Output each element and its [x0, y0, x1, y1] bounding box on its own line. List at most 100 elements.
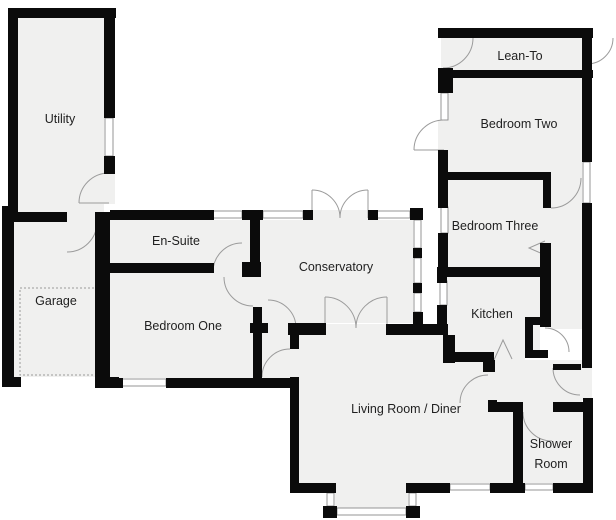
wall	[242, 262, 261, 277]
wall	[323, 506, 337, 518]
window	[413, 292, 422, 313]
wall	[438, 68, 453, 93]
wall	[437, 277, 447, 283]
wall	[386, 324, 448, 335]
wall	[437, 267, 541, 277]
wall	[303, 210, 313, 220]
wall	[253, 378, 299, 388]
wall	[438, 150, 448, 208]
wall	[110, 263, 214, 273]
door-arc	[261, 348, 291, 378]
wall	[513, 402, 523, 490]
room-floor	[582, 366, 592, 400]
wall	[488, 402, 523, 412]
room-floor	[67, 210, 97, 222]
door-arc	[522, 411, 553, 442]
door-arc	[413, 119, 445, 151]
window	[326, 492, 335, 507]
window	[413, 257, 422, 284]
wall	[437, 305, 447, 329]
wall	[583, 398, 593, 493]
wall	[406, 506, 420, 518]
wall	[2, 377, 21, 387]
door-arc	[339, 189, 369, 219]
wall	[242, 210, 263, 220]
room-floor	[335, 483, 408, 510]
door-arc	[552, 367, 581, 396]
window	[262, 210, 304, 219]
room-floor	[253, 277, 262, 309]
room-label-bedroom-three: Bedroom Three	[452, 219, 539, 233]
room-label-garage: Garage	[35, 294, 77, 308]
room-floor	[523, 412, 583, 483]
wall	[253, 307, 262, 388]
wall	[413, 283, 422, 293]
wall	[553, 402, 583, 412]
room-floor	[460, 400, 488, 412]
wall	[490, 483, 525, 493]
room-label-lean-to: Lean-To	[497, 49, 542, 63]
wall	[95, 377, 119, 387]
window	[376, 210, 411, 219]
room-label-shower-room: Room	[534, 457, 567, 471]
room-floor	[551, 180, 582, 277]
wall	[438, 28, 593, 38]
wall	[410, 208, 423, 220]
room-label-utility: Utility	[45, 112, 76, 126]
room-label-bedroom-two: Bedroom Two	[481, 117, 558, 131]
door-arc	[550, 177, 582, 209]
room-floor	[104, 174, 115, 204]
door-ajar-symbol	[493, 338, 513, 361]
wall	[250, 218, 260, 264]
wall	[582, 38, 592, 162]
wall	[483, 360, 495, 372]
wall	[438, 233, 448, 277]
room-floor	[268, 323, 288, 333]
door-ajar-symbol	[527, 240, 546, 256]
window	[440, 206, 449, 234]
room-floor	[325, 324, 387, 336]
wall	[250, 323, 268, 333]
door-arc	[459, 374, 489, 404]
wall	[8, 8, 116, 18]
room-floor	[448, 78, 582, 172]
door-arc	[223, 276, 254, 307]
wall	[2, 222, 14, 387]
wall	[290, 483, 336, 493]
room-floor	[551, 170, 582, 182]
window	[104, 117, 114, 157]
wall	[104, 156, 115, 174]
wall	[525, 317, 548, 325]
wall	[413, 312, 423, 328]
window	[440, 92, 449, 121]
room-floor	[438, 120, 448, 150]
door-arc	[355, 296, 388, 329]
room-floor	[290, 349, 299, 377]
door-arc	[544, 327, 570, 353]
wall	[448, 70, 593, 78]
wall	[540, 243, 551, 327]
wall	[17, 212, 67, 222]
wall	[368, 210, 378, 220]
room-floor	[13, 222, 95, 377]
wall	[543, 172, 551, 208]
wall	[110, 378, 123, 388]
wall	[110, 210, 214, 220]
room-label-kitchen: Kitchen	[471, 307, 513, 321]
room-floor	[543, 206, 551, 244]
window	[336, 507, 407, 516]
wall	[166, 378, 263, 388]
wall	[525, 350, 548, 358]
wall	[448, 352, 494, 362]
wall	[553, 483, 593, 493]
room-floor	[523, 400, 553, 414]
window	[121, 378, 167, 387]
room-label-conservatory: Conservatory	[299, 260, 374, 274]
room-label-shower-room: Shower	[530, 437, 572, 451]
wall	[8, 8, 18, 212]
room-floor	[548, 277, 582, 329]
window	[212, 210, 243, 219]
room-floor	[447, 277, 540, 353]
room-floor	[448, 180, 543, 267]
